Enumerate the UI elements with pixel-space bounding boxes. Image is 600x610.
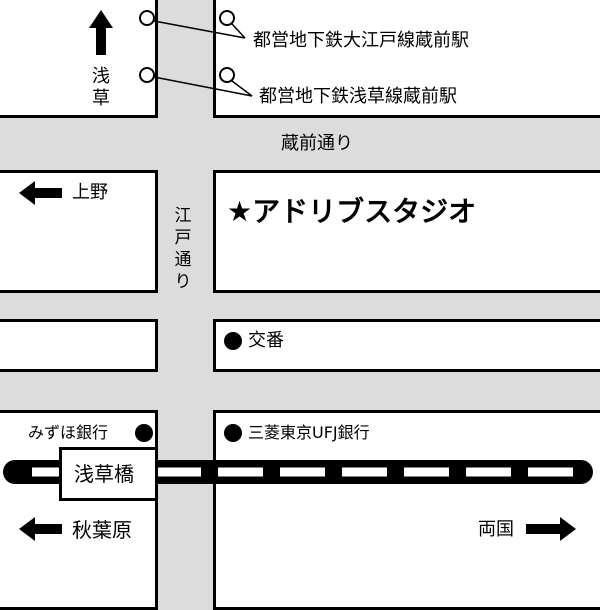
asakusabashi-station-box — [59, 447, 158, 501]
leader-line — [153, 76, 253, 97]
mufg-bank-label: 三菱東京UFJ銀行 — [248, 423, 370, 442]
arrow-up-icon — [89, 10, 113, 55]
direction-asakusa: 浅草 — [92, 66, 110, 109]
asakusabashi-station-label: 浅草橋 — [74, 462, 134, 486]
oedo-line-station-label: 都営地下鉄大江戸線蔵前駅 — [253, 30, 469, 51]
station-exit-icon — [219, 10, 235, 26]
block-top-right — [213, 0, 600, 118]
adlib-studio-label: ★アドリブスタジオ — [227, 195, 477, 228]
leader-line — [153, 20, 246, 39]
direction-ueno: 上野 — [72, 182, 108, 203]
block-bottom-right — [213, 410, 600, 610]
arrow-left-icon — [19, 181, 62, 205]
station-exit-icon — [139, 10, 155, 26]
block-mid-left — [0, 170, 158, 293]
block-police — [213, 319, 600, 372]
direction-akihabara: 秋葉原 — [72, 518, 132, 542]
police-box-dot-icon — [224, 332, 242, 350]
asakusa-line-station-label: 都営地下鉄浅草線蔵前駅 — [259, 86, 457, 107]
arrow-right-icon — [526, 517, 576, 541]
block-studio — [213, 170, 600, 293]
direction-ryogoku: 両国 — [478, 519, 514, 540]
block-lower-left — [0, 319, 158, 372]
mufg-bank-dot-icon — [224, 424, 242, 442]
leader-line — [231, 23, 246, 39]
block-bottom-left — [0, 410, 158, 610]
police-box-label: 交番 — [248, 330, 284, 351]
mizuho-bank-dot-icon — [135, 424, 153, 442]
kuramae-dori-label: 蔵前通り — [281, 133, 353, 154]
station-exit-icon — [139, 67, 155, 83]
block-top-left — [0, 0, 158, 118]
mizuho-bank-label: みずほ銀行 — [28, 423, 109, 442]
leader-line — [231, 80, 253, 97]
arrow-left-icon — [19, 517, 62, 541]
station-exit-icon — [219, 67, 235, 83]
edo-dori-label: 江戸通り — [174, 206, 192, 292]
